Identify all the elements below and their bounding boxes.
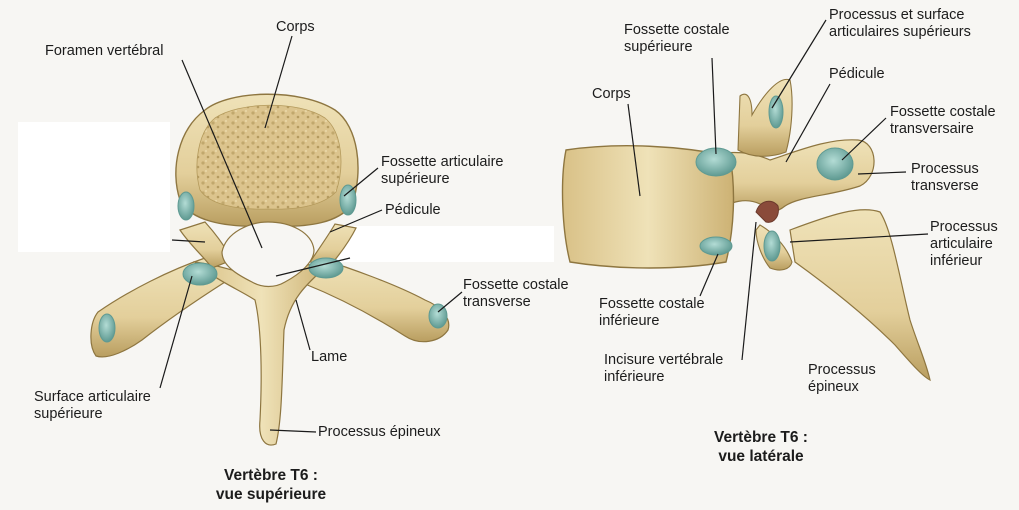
- label-line: supérieure: [624, 39, 693, 55]
- leader-fossette-costale-transversaire: [841, 117, 887, 161]
- label-line: Surface articulaire: [34, 389, 151, 405]
- leader-processus-art-inf: [789, 233, 929, 243]
- label-lame: Lame: [311, 349, 348, 365]
- label-line: Fossette costale: [463, 277, 569, 293]
- label-line: articulaires supérieurs: [829, 24, 971, 40]
- leader-left-stub: [171, 239, 206, 243]
- leader-pedicule-lat: [785, 83, 831, 163]
- label-line: Incisure vertébrale: [604, 352, 724, 368]
- leader-incisure: [741, 221, 757, 361]
- label-line: Fossette articulaire: [381, 154, 504, 170]
- label-line: épineux: [808, 379, 859, 395]
- leader-foramen: [181, 59, 263, 249]
- caption-superior-view: Vertèbre T6 : vue supérieure: [196, 466, 346, 504]
- label-line: transverse: [463, 294, 531, 310]
- label-line: supérieure: [34, 406, 103, 422]
- inferior-costal-facet-lateral: [699, 236, 733, 256]
- leader-fossette-costale-trans: [437, 291, 463, 313]
- caption-line: vue latérale: [718, 448, 804, 465]
- label-fossette-costale-transverse: Fossette costale transverse: [463, 277, 569, 311]
- label-line: inférieure: [604, 369, 665, 385]
- right-transverse-process: [304, 257, 450, 343]
- leader-pedicule: [329, 209, 383, 233]
- label-line: Processus: [930, 219, 998, 235]
- leader-pedicule-2: [275, 257, 351, 277]
- leader-processus-transverse: [857, 171, 907, 175]
- lateral-superior-articular-process: [737, 78, 793, 157]
- superior-articular-surface-left: [182, 262, 218, 286]
- label-corps-lateral: Corps: [592, 86, 631, 102]
- leader-fossette-costale-sup: [711, 57, 717, 155]
- label-line: transverse: [911, 178, 979, 194]
- label-processus-epineux-lateral: Processus épineux: [808, 362, 876, 396]
- inferior-articular-surface-lateral: [763, 230, 781, 262]
- label-corps-superior: Corps: [276, 19, 315, 35]
- superior-costal-facet-left: [177, 191, 195, 221]
- label-fossette-costale-superieure: Fossette costale supérieure: [624, 22, 730, 56]
- lateral-spinous-process: [789, 209, 931, 382]
- label-line: articulaire: [930, 236, 993, 252]
- leader-processus-surface: [771, 19, 827, 109]
- leader-fossette-art-sup: [343, 167, 379, 197]
- leader-processus-epineux: [269, 429, 317, 433]
- transverse-costal-facet-right: [428, 303, 448, 329]
- lamina-spinous: [193, 261, 330, 446]
- label-surface-articulaire-superieure: Surface articulaire supérieure: [34, 389, 151, 423]
- label-line: Fossette costale: [624, 22, 730, 38]
- superior-costal-facet-right: [339, 184, 357, 216]
- label-pedicule-lateral: Pédicule: [829, 66, 885, 82]
- caption-line: Vertèbre T6 :: [714, 429, 808, 446]
- body-spongy-surface: [196, 104, 342, 210]
- lateral-vertebral-body: [561, 145, 735, 269]
- mask-block-right: [336, 226, 554, 262]
- label-line: Processus: [911, 161, 979, 177]
- label-processus-epineux-superior: Processus épineux: [318, 424, 441, 440]
- label-incisure-vertebrale-inferieure: Incisure vertébrale inférieure: [604, 352, 723, 386]
- label-processus-articulaire-inferieur: Processus articulaire inférieur: [930, 219, 998, 270]
- lateral-view-drawing: [561, 78, 931, 382]
- label-processus-transverse: Processus transverse: [911, 161, 979, 195]
- caption-lateral-view: Vertèbre T6 : vue latérale: [686, 428, 836, 466]
- leader-lame: [295, 299, 311, 351]
- label-line: Fossette costale: [890, 104, 996, 120]
- label-line: transversaire: [890, 121, 974, 137]
- caption-line: vue supérieure: [215, 486, 327, 503]
- label-foramen-vertebral: Foramen vertébral: [45, 43, 164, 59]
- vertebral-foramen: [221, 221, 315, 288]
- transverse-costal-facet-lateral: [816, 147, 854, 181]
- label-pedicule-superior: Pédicule: [385, 202, 441, 218]
- label-fossette-costale-transversaire: Fossette costale transversaire: [890, 104, 996, 138]
- superior-view-drawing: [90, 93, 450, 446]
- leader-surface-art-sup: [159, 275, 193, 389]
- label-line: Processus: [808, 362, 876, 378]
- caption-line: Vertèbre T6 :: [224, 467, 318, 484]
- transverse-costal-facet-left: [98, 313, 116, 343]
- label-line: Processus et surface: [829, 7, 965, 23]
- label-line: Fossette costale: [599, 296, 705, 312]
- inferior-vertebral-notch: [755, 200, 779, 223]
- leader-lines: [159, 19, 929, 433]
- mask-block-left: [18, 122, 170, 252]
- label-fossette-costale-inferieure: Fossette costale inférieure: [599, 296, 705, 330]
- label-line: inférieur: [930, 253, 983, 269]
- leader-fossette-costale-inf: [699, 253, 719, 297]
- leader-corps: [264, 35, 293, 129]
- label-line: supérieure: [381, 171, 450, 187]
- leader-corps-lat: [627, 103, 641, 197]
- label-processus-surface-articulaires: Processus et surface articulaires supéri…: [829, 7, 971, 41]
- superior-articular-surface-lateral: [768, 95, 784, 129]
- label-line: inférieure: [599, 313, 660, 329]
- label-fossette-articulaire-superieure: Fossette articulaire supérieure: [381, 154, 504, 188]
